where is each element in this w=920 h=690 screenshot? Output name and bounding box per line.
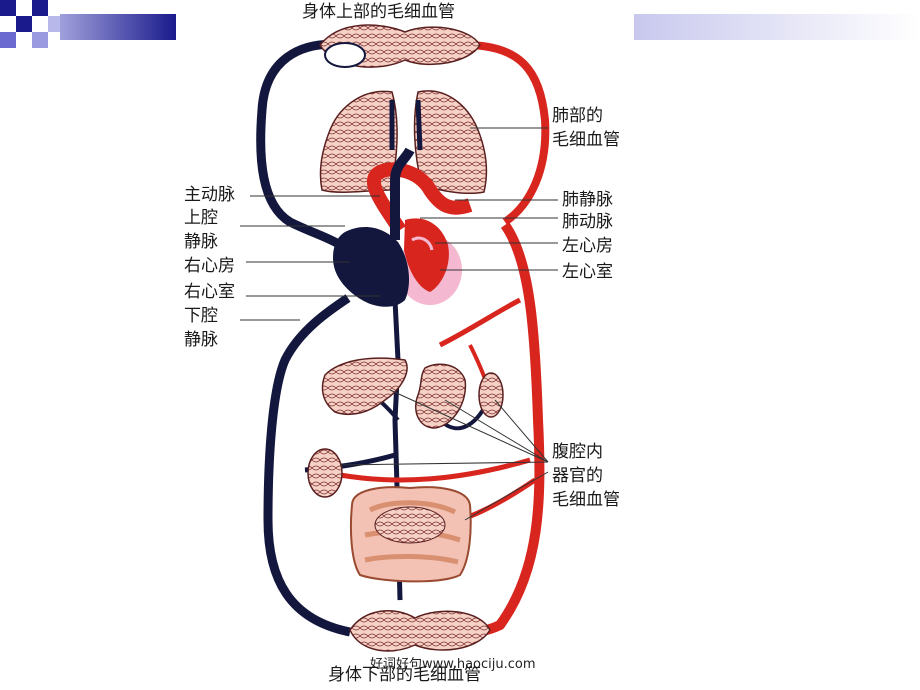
left-ventricle-label: 左心室 <box>562 262 613 282</box>
aorta-label: 主动脉 <box>184 185 235 205</box>
lung-capillaries-label-1: 肺部的 <box>552 106 603 126</box>
superior-vein-loop <box>256 39 346 249</box>
right-lung <box>413 90 488 195</box>
abdominal-capillaries-label-2: 器官的 <box>552 466 603 486</box>
inferior-vena-cava-label-2: 静脉 <box>184 330 218 350</box>
superior-vena-cava-label-1: 上腔 <box>184 208 218 228</box>
left-heart <box>404 218 449 292</box>
kidney <box>478 372 504 418</box>
abdominal-capillaries-label-1: 腹腔内 <box>552 442 603 462</box>
spleen <box>307 448 343 498</box>
superior-vena-cava-label-2: 静脉 <box>184 232 218 252</box>
bottom-title: 身体下部的毛细血管 <box>328 665 481 685</box>
right-ventricle-label: 右心室 <box>184 282 235 302</box>
inferior-vena-cava-label-1: 下腔 <box>184 306 218 326</box>
header-deco-bar-right <box>634 14 920 40</box>
left-atrium-label: 左心房 <box>562 236 613 256</box>
liver <box>321 357 408 416</box>
right-heart <box>333 227 410 307</box>
abdominal-capillaries-label-3: 毛细血管 <box>552 490 620 510</box>
pulmonary-artery-label: 肺动脉 <box>562 212 613 232</box>
inferior-vena-cava-path <box>263 294 351 637</box>
pulmonary-vein-label: 肺静脉 <box>562 190 613 210</box>
top-title: 身体上部的毛细血管 <box>302 2 455 22</box>
right-atrium-label: 右心房 <box>184 256 235 276</box>
pulmonary-artery-trunk <box>390 147 415 240</box>
lower-body-capillaries <box>349 610 491 652</box>
aorta-arch <box>367 162 473 234</box>
header-deco-bar-left <box>60 14 176 40</box>
lung-capillaries-label-2: 毛细血管 <box>552 130 620 150</box>
stomach <box>414 363 467 429</box>
watermark: 好词好句www.haociju.com <box>370 657 536 672</box>
